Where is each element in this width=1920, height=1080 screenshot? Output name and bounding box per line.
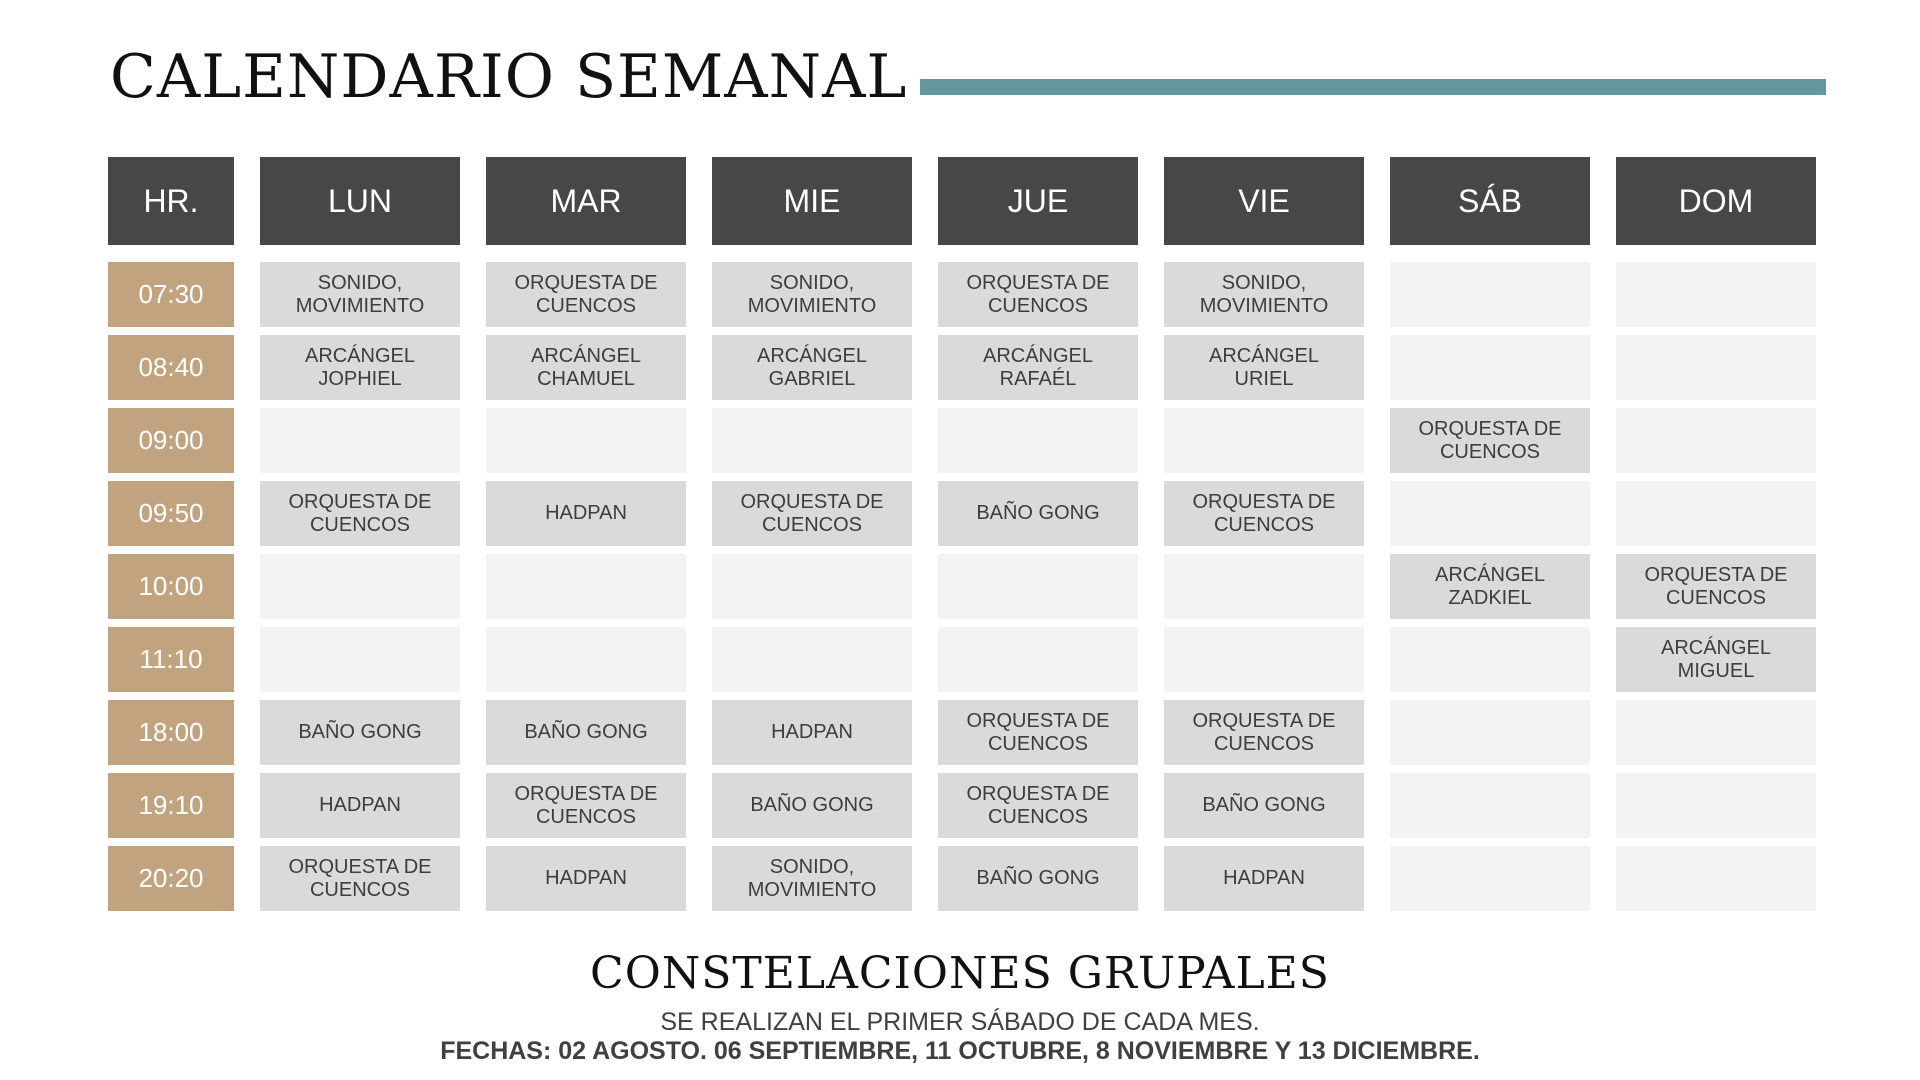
time-slot: 18:00	[108, 700, 234, 765]
empty-cell	[1390, 335, 1590, 400]
session-cell: BAÑO GONG	[1164, 773, 1364, 838]
session-cell: ORQUESTA DE CUENCOS	[938, 700, 1138, 765]
empty-cell	[712, 408, 912, 473]
empty-cell	[486, 627, 686, 692]
session-cell: ARCÁNGEL JOPHIEL	[260, 335, 460, 400]
empty-cell	[1616, 262, 1816, 327]
session-cell: ORQUESTA DE CUENCOS	[1164, 481, 1364, 546]
header-day-lun: LUN	[260, 157, 460, 245]
empty-cell	[260, 627, 460, 692]
session-cell: ORQUESTA DE CUENCOS	[486, 262, 686, 327]
session-cell: ORQUESTA DE CUENCOS	[712, 481, 912, 546]
session-cell: HADPAN	[486, 846, 686, 911]
session-cell: ORQUESTA DE CUENCOS	[1164, 700, 1364, 765]
session-cell: SONIDO, MOVIMIENTO	[260, 262, 460, 327]
time-slot: 11:10	[108, 627, 234, 692]
time-slot: 09:00	[108, 408, 234, 473]
empty-cell	[712, 554, 912, 619]
session-cell: BAÑO GONG	[938, 846, 1138, 911]
header-day-jue: JUE	[938, 157, 1138, 245]
header-hour: HR.	[108, 157, 234, 245]
empty-cell	[1390, 773, 1590, 838]
session-cell: HADPAN	[260, 773, 460, 838]
session-cell: ARCÁNGEL MIGUEL	[1616, 627, 1816, 692]
session-cell: ORQUESTA DE CUENCOS	[260, 481, 460, 546]
footer-subtitle: SE REALIZAN EL PRIMER SÁBADO DE CADA MES…	[660, 1008, 1260, 1036]
time-slot: 20:20	[108, 846, 234, 911]
session-cell: ORQUESTA DE CUENCOS	[938, 773, 1138, 838]
header-day-vie: VIE	[1164, 157, 1364, 245]
empty-cell	[1616, 846, 1816, 911]
session-cell: ARCÁNGEL ZADKIEL	[1390, 554, 1590, 619]
empty-cell	[260, 408, 460, 473]
session-cell: ORQUESTA DE CUENCOS	[260, 846, 460, 911]
empty-cell	[712, 627, 912, 692]
session-cell: ARCÁNGEL URIEL	[1164, 335, 1364, 400]
empty-cell	[486, 554, 686, 619]
footer-dates: FECHAS: 02 AGOSTO. 06 SEPTIEMBRE, 11 OCT…	[440, 1037, 1480, 1065]
session-cell: ORQUESTA DE CUENCOS	[486, 773, 686, 838]
time-slot: 08:40	[108, 335, 234, 400]
session-cell: HADPAN	[486, 481, 686, 546]
empty-cell	[1164, 627, 1364, 692]
session-cell: ORQUESTA DE CUENCOS	[1616, 554, 1816, 619]
empty-cell	[1616, 700, 1816, 765]
empty-cell	[260, 554, 460, 619]
session-cell: ARCÁNGEL CHAMUEL	[486, 335, 686, 400]
header-day-dom: DOM	[1616, 157, 1816, 245]
time-slot: 19:10	[108, 773, 234, 838]
header-day-sab: SÁB	[1390, 157, 1590, 245]
session-cell: BAÑO GONG	[712, 773, 912, 838]
empty-cell	[1164, 408, 1364, 473]
empty-cell	[1390, 262, 1590, 327]
empty-cell	[938, 627, 1138, 692]
empty-cell	[1164, 554, 1364, 619]
session-cell: ORQUESTA DE CUENCOS	[938, 262, 1138, 327]
session-cell: ARCÁNGEL RAFAÉL	[938, 335, 1138, 400]
session-cell: ARCÁNGEL GABRIEL	[712, 335, 912, 400]
header-day-mar: MAR	[486, 157, 686, 245]
empty-cell	[1616, 335, 1816, 400]
empty-cell	[1390, 627, 1590, 692]
time-slot: 10:00	[108, 554, 234, 619]
time-slot: 09:50	[108, 481, 234, 546]
session-cell: BAÑO GONG	[260, 700, 460, 765]
session-cell: SONIDO, MOVIMIENTO	[712, 846, 912, 911]
page-title: CALENDARIO SEMANAL	[110, 42, 908, 112]
header-day-mie: MIE	[712, 157, 912, 245]
empty-cell	[1390, 481, 1590, 546]
empty-cell	[1616, 481, 1816, 546]
time-slot: 07:30	[108, 262, 234, 327]
session-cell: SONIDO, MOVIMIENTO	[712, 262, 912, 327]
session-cell: HADPAN	[712, 700, 912, 765]
footer-title: CONSTELACIONES GRUPALES	[590, 948, 1330, 999]
session-cell: SONIDO, MOVIMIENTO	[1164, 262, 1364, 327]
title-accent-bar	[920, 79, 1826, 95]
empty-cell	[938, 408, 1138, 473]
empty-cell	[1616, 408, 1816, 473]
empty-cell	[938, 554, 1138, 619]
session-cell: HADPAN	[1164, 846, 1364, 911]
session-cell: BAÑO GONG	[938, 481, 1138, 546]
empty-cell	[486, 408, 686, 473]
session-cell: ORQUESTA DE CUENCOS	[1390, 408, 1590, 473]
empty-cell	[1390, 846, 1590, 911]
session-cell: BAÑO GONG	[486, 700, 686, 765]
empty-cell	[1616, 773, 1816, 838]
empty-cell	[1390, 700, 1590, 765]
